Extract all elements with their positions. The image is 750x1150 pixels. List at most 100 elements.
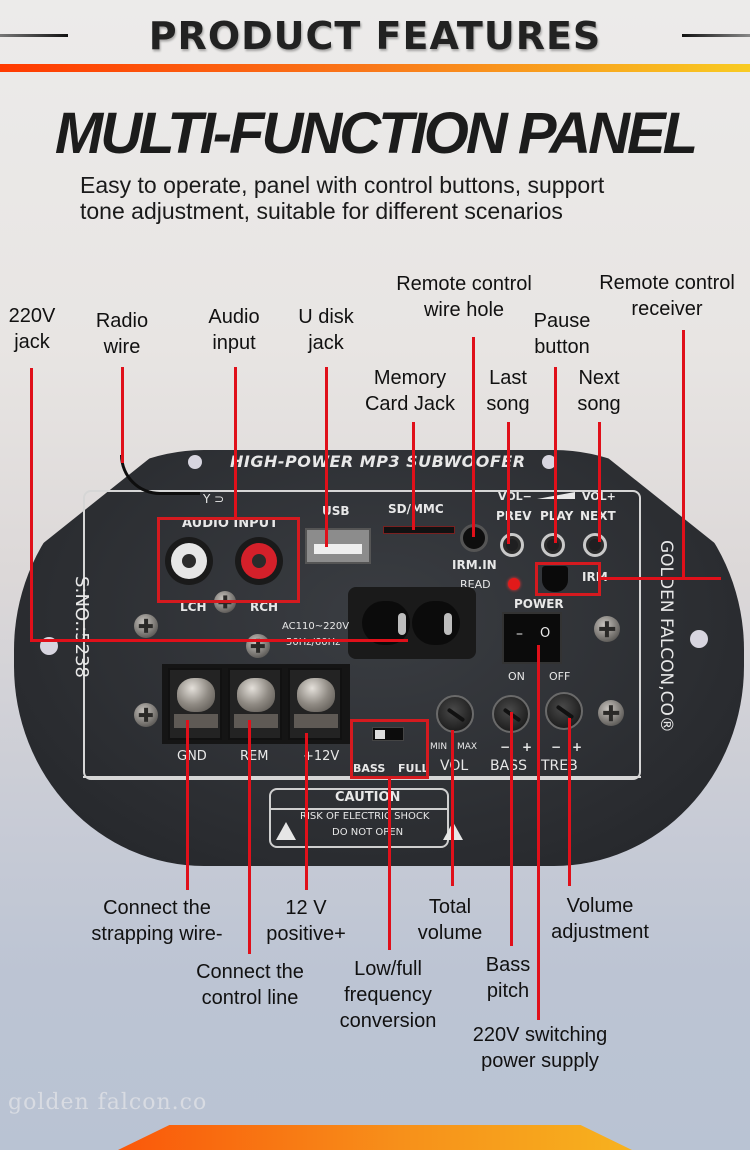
treb-plus: +: [572, 740, 583, 754]
callout-text: U disk: [298, 306, 354, 328]
rch-label: RCH: [250, 600, 279, 614]
maker-brand: GOLDEN FALCON,CO®: [656, 540, 676, 733]
callout-text: wire hole: [423, 299, 505, 321]
play-button[interactable]: [541, 533, 565, 557]
terminal-12v[interactable]: [288, 668, 342, 740]
panel-brand-title: HIGH-POWER MP3 SUBWOOFER: [230, 452, 526, 471]
leader-line: [186, 720, 189, 890]
leader-line: [598, 422, 601, 542]
leader-line: [510, 712, 513, 946]
treb-label: TREB: [541, 758, 578, 774]
vol-min-label: MIN: [430, 742, 448, 752]
section-title: PRODUCT FEATURES: [148, 14, 602, 58]
callout-text: jack: [14, 331, 50, 353]
leader-line: [388, 779, 391, 950]
sd-card-slot[interactable]: [383, 526, 455, 534]
leader-line: [682, 330, 685, 580]
next-button[interactable]: [583, 533, 607, 557]
full-switch-label: FULL: [398, 762, 429, 775]
callout-text: conversion: [339, 1010, 437, 1032]
prev-label: PREV: [496, 509, 532, 523]
terminal-gnd[interactable]: [168, 668, 222, 740]
vol-minus-label: VOL−: [498, 490, 532, 503]
screw: [594, 616, 620, 642]
callout-text: frequency: [344, 984, 432, 1006]
mount-hole: [690, 630, 708, 648]
callout-text: power supply: [481, 1050, 599, 1072]
callout-text: Connect the: [196, 961, 304, 983]
callout-text: control line: [201, 987, 299, 1009]
ir-receiver: [542, 566, 568, 592]
warning-exclaim-icon: [276, 822, 296, 840]
callout-volume-adjustment: Volume adjustment: [540, 893, 660, 945]
prev-button[interactable]: [500, 533, 524, 557]
callout-text: Volume: [566, 895, 634, 917]
power-rocker-switch[interactable]: – O: [502, 612, 562, 664]
rem-label: REM: [240, 749, 269, 764]
caution-title: CAUTION: [335, 790, 401, 805]
hero-subtitle: Easy to operate, panel with control butt…: [80, 172, 700, 224]
callout-text: Remote control: [396, 273, 532, 295]
screw: [134, 614, 158, 638]
panel-inner-frame: [83, 490, 641, 780]
leader-line: [325, 367, 328, 547]
bass-minus: −: [500, 740, 511, 754]
rca-left-jack[interactable]: [165, 537, 213, 585]
power-led: [508, 578, 520, 590]
leader-line: [507, 422, 510, 544]
leader-line: [412, 422, 415, 530]
subtitle-line: Easy to operate, panel with control butt…: [80, 172, 605, 198]
switch-off-glyph: –: [516, 626, 523, 642]
bass-plus: +: [522, 740, 533, 754]
callout-text: Memory: [373, 367, 447, 389]
header-rule-left: [0, 34, 68, 37]
ac-frequency-label: 50Hz/60Hz: [286, 637, 341, 648]
leader-line: [305, 733, 308, 890]
callout-text: Next: [578, 367, 620, 389]
leader-line: [472, 337, 475, 537]
vol-max-label: MAX: [457, 742, 478, 752]
antenna-symbol: Y ⊃: [203, 492, 225, 506]
callout-text: adjustment: [551, 921, 649, 943]
sd-label: SD/MMC: [388, 502, 444, 516]
callout-text: song: [486, 393, 530, 415]
hero-title: MULTI-FUNCTION PANEL: [54, 101, 698, 166]
header-gradient-bar: [0, 64, 750, 72]
callout-text: Last: [489, 367, 527, 389]
terminal-rem[interactable]: [228, 668, 282, 740]
treble-knob[interactable]: [545, 692, 583, 730]
bass-full-slide-switch[interactable]: [372, 727, 404, 741]
leader-line: [121, 367, 124, 463]
usb-label: USB: [322, 504, 350, 518]
leader-line: [554, 367, 557, 543]
highlight-audio-input: [157, 517, 300, 603]
usb-port[interactable]: [305, 528, 371, 564]
ac-voltage-label: AC110~220V: [282, 621, 350, 632]
leader-line: [451, 730, 454, 886]
leader-line: [234, 367, 237, 519]
screw: [598, 700, 624, 726]
callout-last-song: Last song: [478, 365, 538, 417]
rca-right-jack[interactable]: [235, 537, 283, 585]
vol-label: VOL: [440, 758, 469, 774]
callout-text: song: [577, 393, 621, 415]
callout-text: Bass: [485, 954, 531, 976]
callout-text: Audio: [208, 306, 260, 328]
callout-text: wire: [103, 336, 141, 358]
caution-line2: DO NOT OPEN: [332, 827, 404, 838]
bass-switch-label: BASS: [353, 762, 386, 775]
callout-text: 220V: [8, 305, 56, 327]
callout-text: positive+: [266, 923, 346, 945]
callout-text: Remote control: [599, 272, 735, 294]
volume-knob[interactable]: [436, 695, 474, 733]
ac-power-socket[interactable]: [348, 587, 476, 659]
